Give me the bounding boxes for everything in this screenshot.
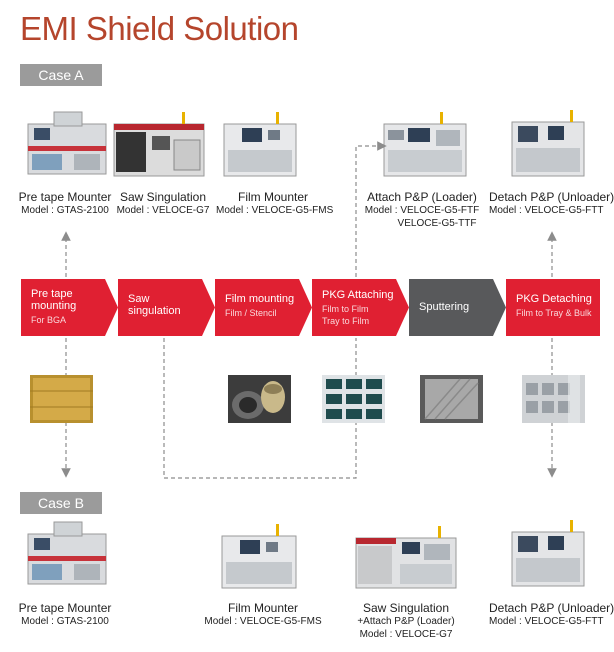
step-title: Saw [128,293,150,305]
step-arrow-shape [118,279,215,336]
machine-a2-label: Saw Singulation Model : VELOCE-G7 [111,191,215,217]
step-arrow-shape [409,279,506,336]
machine-name: Detach P&P (Unloader) [489,601,614,615]
step-arrow-shape [506,279,600,336]
machine-b4-label: Detach P&P (Unloader) Model : VELOCE-G5-… [489,601,614,628]
machine-model: Model : VELOCE-G7 [116,205,210,216]
attach-pnp-loader-machine [383,112,467,177]
step-title-2: mounting [31,300,77,312]
step-pre-tape-mounting: Pre tape mounting For BGA [21,279,118,336]
step-pkg-attaching: PKG Attaching Film to Film Tray to Film [312,279,409,336]
machine-model: Model : VELOCE-G5-FTF [364,205,480,216]
machine-model-2: Model : VELOCE-G7 [359,629,453,640]
saw-attach-machine-b [355,526,457,589]
step-film-mounting: Film mounting Film / Stencil [215,279,312,336]
case-a-label: Case A [20,64,102,86]
step-pkg-detaching: PKG Detaching Film to Tray & Bulk [506,279,600,336]
step-text: Sputtering [419,301,497,313]
machine-name: Pre tape Mounter [18,190,112,204]
step-sub: Film to Tray & Bulk [516,308,592,318]
machine-model: Model : VELOCE-G5-FMS [204,616,322,627]
step-arrow-shape [215,279,312,336]
machine-b3-label: Saw Singulation +Attach P&P (Loader) Mod… [350,602,462,641]
machine-model-2: VELOCE-G5-TTF [397,218,477,229]
machine-name: Detach P&P (Unloader) [489,190,614,204]
step-sub-2: Tray to Film [322,316,370,326]
film-mounter-machine-b [221,524,297,589]
step-arrow-shape [312,279,409,336]
step-title: Film mounting [225,293,295,305]
sputtering-photo [420,375,483,423]
step-text: Saw singulation [128,293,206,317]
film-mounter-machine [223,112,297,177]
step-sputtering: Sputtering [409,279,506,336]
machine-name: Pre tape Mounter [18,601,112,615]
machine-name: Saw Singulation [362,601,450,615]
machine-name: Film Mounter [227,601,298,615]
step-text: Pre tape mounting For BGA [31,288,109,326]
machine-model: Model : VELOCE-G5-FMS [216,205,334,216]
step-sub: For BGA [31,315,67,325]
step-sub: Film to Film [322,304,369,314]
pre-tape-mounter-machine-b [27,521,107,585]
machine-name: Saw Singulation [119,190,207,204]
machine-b1-label: Pre tape Mounter Model : GTAS-2100 [10,602,120,628]
saw-singulation-machine [113,112,205,177]
film-stencil-photo [228,375,291,423]
step-text: PKG Detaching Film to Tray & Bulk [516,293,600,319]
machine-model: Model : VELOCE-G5-FTT [489,616,604,627]
machine-a4-label: Attach P&P (Loader) Model : VELOCE-G5-FT… [364,191,480,230]
step-sub: Film / Stencil [225,308,277,318]
detach-pnp-unloader-machine [511,110,585,177]
detach-pnp-unloader-machine-b [511,520,585,587]
step-text: Film mounting Film / Stencil [225,293,303,319]
step-title-2: singulation [128,305,181,317]
machine-name: Film Mounter [237,190,308,204]
machine-b2-label: Film Mounter Model : VELOCE-G5-FMS [204,602,322,628]
step-title: PKG Detaching [516,293,592,305]
machine-model: Model : VELOCE-G5-FTT [489,205,604,216]
machine-model: Model : GTAS-2100 [21,616,109,627]
machine-model: Model : GTAS-2100 [21,205,109,216]
step-title: Pre tape [31,288,73,300]
case-b-label: Case B [20,492,102,514]
page-title: EMI Shield Solution [20,10,299,47]
machine-name: Attach P&P (Loader) [367,190,477,204]
machine-a5-label: Detach P&P (Unloader) Model : VELOCE-G5-… [489,190,614,217]
machine-model: +Attach P&P (Loader) [357,616,455,627]
machine-a3-label: Film Mounter Model : VELOCE-G5-FMS [216,190,334,217]
pre-tape-photo [30,375,93,423]
pre-tape-mounter-machine [27,111,107,175]
step-saw-singulation: Saw singulation [118,279,215,336]
pkg-attach-photo [322,375,385,423]
machine-a1-label: Pre tape Mounter Model : GTAS-2100 [10,191,120,217]
step-title: PKG Attaching [322,289,394,301]
step-text: PKG Attaching Film to Film Tray to Film [322,289,400,327]
step-arrow-shape [21,279,118,336]
pkg-detach-photo [522,375,585,423]
step-title: Sputtering [419,301,470,313]
